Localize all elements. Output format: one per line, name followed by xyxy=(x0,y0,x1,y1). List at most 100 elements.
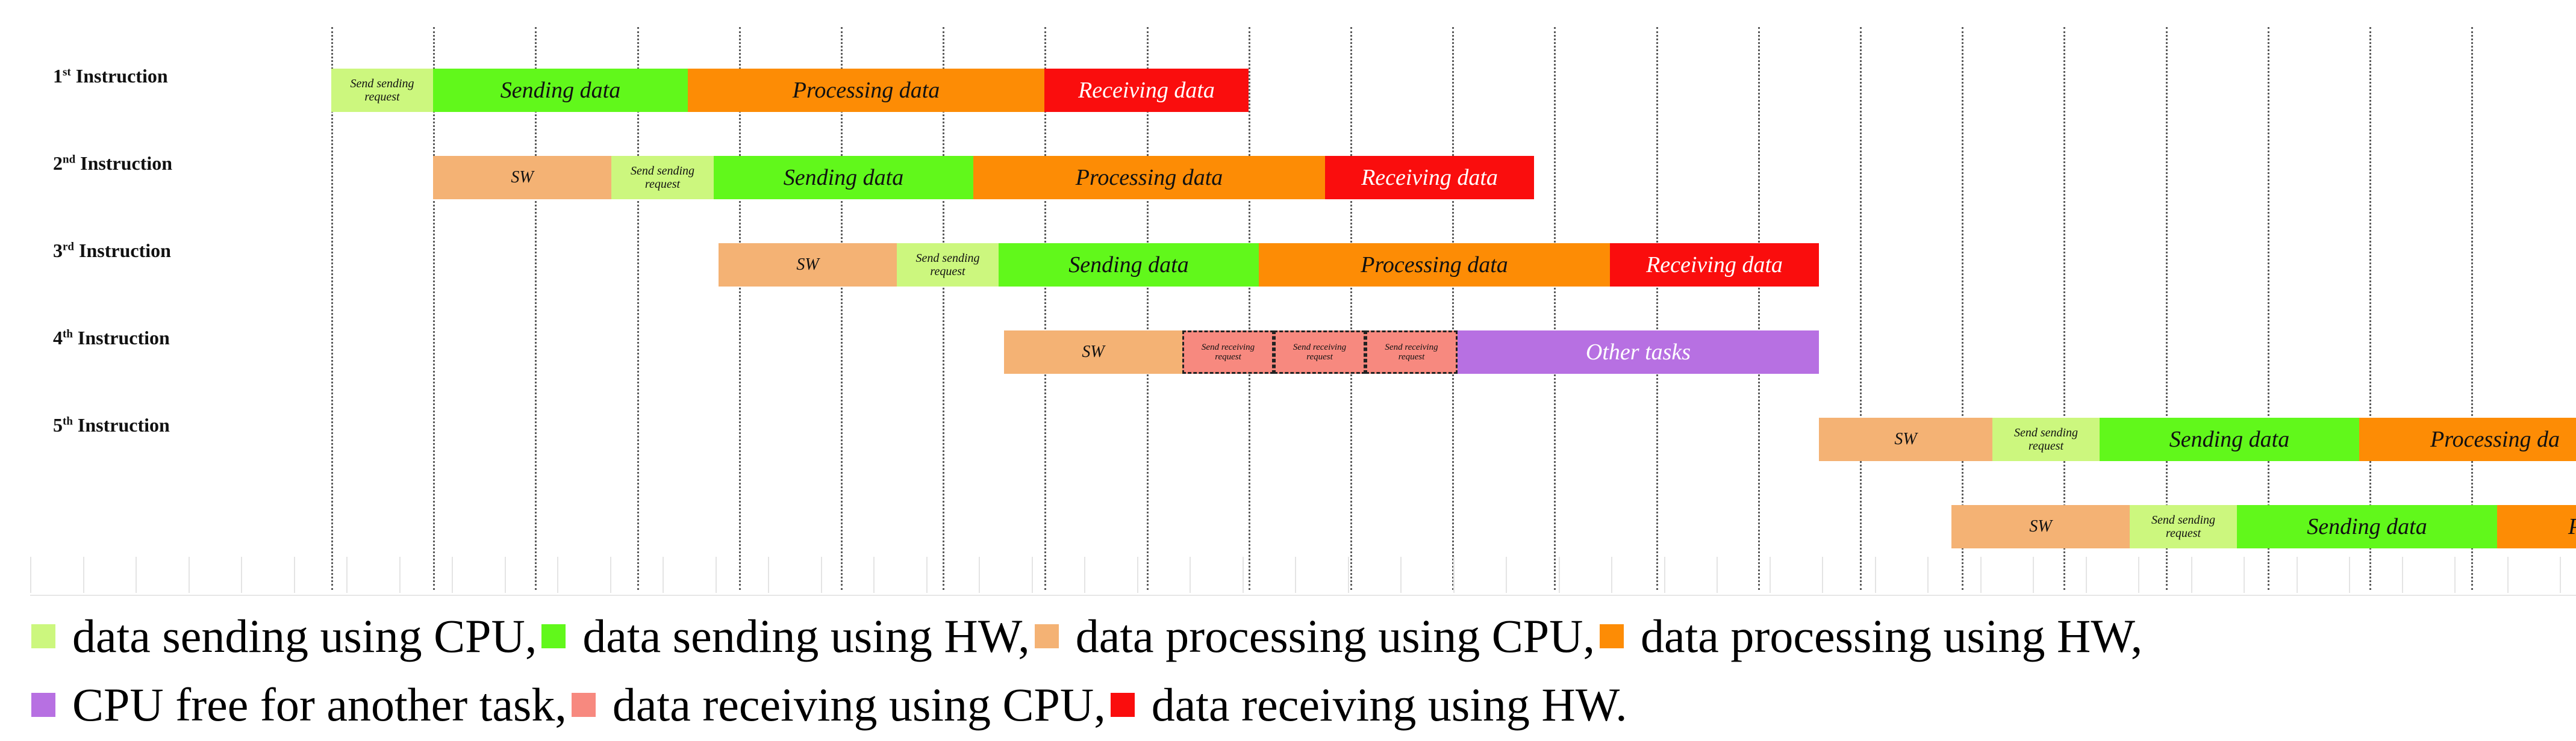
bar-label: Receiving data xyxy=(1078,78,1215,103)
instruction-ordinal-suffix: th xyxy=(63,327,73,341)
gridline xyxy=(1452,27,1454,590)
instruction-ordinal-suffix: nd xyxy=(63,153,76,166)
timeline-bar-send-cpu: Send sending request xyxy=(897,243,999,287)
timeline-bar-send-hw: Sending data xyxy=(2100,418,2359,461)
timeline-bar-recv-hw: Receiving data xyxy=(1044,69,1249,112)
instruction-ordinal-suffix: st xyxy=(63,66,71,79)
axis-tick xyxy=(1190,557,1191,593)
axis-tick xyxy=(1137,557,1138,593)
axis-tick xyxy=(2138,557,2139,593)
bar-label: SW xyxy=(2029,517,2052,536)
legend-swatch xyxy=(1110,693,1135,717)
instruction-label: 2nd Instruction xyxy=(53,152,330,175)
axis-tick xyxy=(1875,557,1876,593)
timeline-bar-proc-cpu: SW xyxy=(1819,418,1992,461)
instruction-word: Instruction xyxy=(75,152,173,174)
time-axis-line xyxy=(30,595,2576,596)
axis-tick xyxy=(136,557,137,593)
axis-tick xyxy=(610,557,611,593)
gridline xyxy=(331,27,333,590)
instruction-word: Instruction xyxy=(72,327,170,349)
axis-tick xyxy=(716,557,717,593)
timeline-bar-recv-cpu: Send receiving request xyxy=(1274,330,1365,374)
instruction-label: 3rd Instruction xyxy=(53,240,330,262)
bar-label: Send sending request xyxy=(2151,513,2216,540)
axis-tick xyxy=(768,557,769,593)
gridline xyxy=(1860,27,1862,590)
gridline xyxy=(637,27,639,590)
timeline-bar-send-cpu: Send sending request xyxy=(2130,505,2237,548)
bar-label: SW xyxy=(1894,430,1917,448)
timeline-bar-proc-hw: Processing data xyxy=(1259,243,1610,287)
instruction-label: 1st Instruction xyxy=(53,65,330,87)
bar-label: Sending data xyxy=(500,78,621,103)
legend-item: data receiving using HW. xyxy=(1110,671,1627,739)
bar-label: SW xyxy=(1082,343,1105,361)
bar-label: Send receiving request xyxy=(1293,343,1347,362)
legend-text: data processing using CPU, xyxy=(1075,610,1595,662)
gridline xyxy=(1249,27,1250,590)
axis-tick xyxy=(979,557,980,593)
legend-swatch xyxy=(31,693,55,717)
gridline xyxy=(1554,27,1556,590)
axis-tick xyxy=(2086,557,2087,593)
timeline-bar-send-hw: Sending data xyxy=(999,243,1259,287)
legend-line: CPU free for another task, data receiving… xyxy=(31,671,2561,739)
bar-label: Send sending request xyxy=(2013,426,2079,453)
axis-tick xyxy=(1717,557,1718,593)
legend: data sending using CPU,data sending usin… xyxy=(31,602,2561,739)
gridline xyxy=(535,27,537,590)
axis-tick xyxy=(1611,557,1612,593)
instruction-number: 3 xyxy=(53,240,63,261)
instruction-number: 5 xyxy=(53,414,63,436)
axis-tick xyxy=(557,557,558,593)
instruction-number: 2 xyxy=(53,152,63,174)
legend-item: data sending using HW, xyxy=(541,602,1030,671)
bar-label: Sending data xyxy=(1068,252,1189,277)
timeline-bar-send-hw: Sending data xyxy=(433,69,688,112)
timeline-bar-proc-cpu: SW xyxy=(433,156,611,199)
instruction-label: 5th Instruction xyxy=(53,414,330,436)
legend-swatch xyxy=(1599,624,1624,648)
legend-item: data processing using HW, xyxy=(1599,602,2143,671)
legend-swatch xyxy=(541,624,566,648)
legend-item: data sending using CPU, xyxy=(31,602,537,671)
bar-label: Send sending request xyxy=(630,164,695,191)
instruction-number: 4 xyxy=(53,327,63,349)
axis-tick xyxy=(1559,557,1560,593)
axis-tick xyxy=(821,557,822,593)
bar-label: Processing da xyxy=(2430,427,2560,452)
axis-tick xyxy=(2402,557,2403,593)
axis-tick xyxy=(1980,557,1982,593)
legend-line: data sending using CPU,data sending usin… xyxy=(31,602,2561,671)
axis-tick xyxy=(2244,557,2245,593)
legend-text: data processing using HW, xyxy=(1640,610,2143,662)
instruction-number: 1 xyxy=(53,65,63,87)
gridline xyxy=(1758,27,1760,590)
axis-tick xyxy=(1927,557,1929,593)
bar-label: Send receiving request xyxy=(1385,343,1438,362)
bar-label: SW xyxy=(796,255,819,274)
bar-label: Send sending request xyxy=(915,252,980,278)
bar-label: P xyxy=(2568,515,2576,538)
bar-label: Processing data xyxy=(792,78,940,103)
timeline-bar-proc-hw: Processing da xyxy=(2359,418,2576,461)
gridline xyxy=(1044,27,1046,590)
legend-item: CPU free for another task, xyxy=(31,671,567,739)
axis-tick xyxy=(1400,557,1402,593)
gridline xyxy=(1656,27,1658,590)
axis-tick xyxy=(1243,557,1244,593)
bar-label: Receiving data xyxy=(1646,252,1783,277)
timeline-bar-proc-hw: Processing data xyxy=(688,69,1044,112)
axis-tick xyxy=(83,557,84,593)
bar-label: Sending data xyxy=(2169,427,2290,452)
axis-tick xyxy=(2297,557,2298,593)
gridline xyxy=(943,27,944,590)
gridline xyxy=(841,27,843,590)
axis-tick xyxy=(2507,557,2509,593)
bar-label: Processing data xyxy=(1075,165,1223,190)
axis-tick xyxy=(1506,557,1507,593)
legend-text: data receiving using CPU, xyxy=(612,678,1106,731)
bar-label: Sending data xyxy=(783,165,904,190)
